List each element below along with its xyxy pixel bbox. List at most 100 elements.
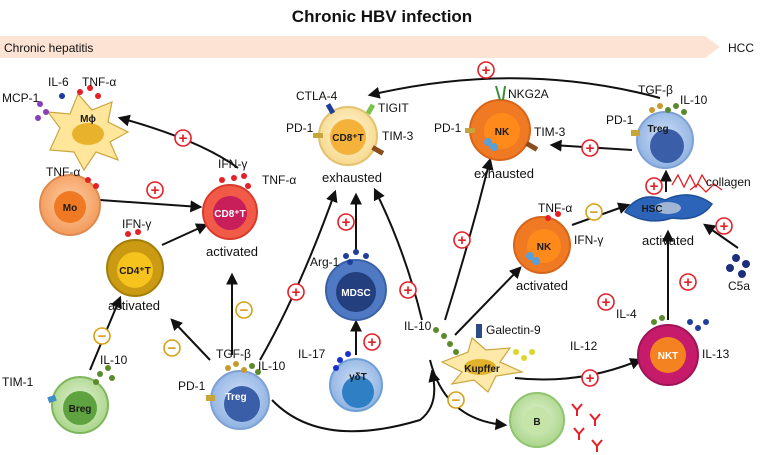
label-arg1: Arg-1 (310, 255, 340, 269)
label-pd1-cd8: PD-1 (286, 121, 314, 135)
label-ctla4: CTLA-4 (296, 89, 338, 103)
nk-exhausted-label: NK (495, 127, 510, 138)
arrow-treg-to-cd4 (170, 318, 211, 361)
label-tigit: TIGIT (378, 101, 409, 115)
gdt-cell: γδT (329, 358, 383, 412)
arrow-treg-to-exhausted-cd8 (259, 189, 338, 361)
arrow-monocyte-to-cd8 (99, 199, 203, 213)
label-ifng-cd8: IFN-γ (218, 157, 247, 171)
gdt-label: γδT (349, 372, 367, 383)
cd8-exhausted-cell: CD8⁺T (313, 103, 385, 166)
label-tnfa-mphi: TNF-α (82, 75, 116, 89)
label-activated-nk: activated (516, 278, 568, 293)
mdsc-label: MDSC (341, 288, 370, 299)
arrow-il10-to-exhausted-cd8 (373, 187, 423, 321)
plus-sign: + (458, 232, 467, 249)
plus-sign: + (586, 140, 595, 157)
nk-exhausted-cell: NK (465, 85, 539, 161)
cd4-label: CD4⁺T (119, 266, 150, 277)
tim1-receptor-icon (47, 394, 57, 404)
galectin9-receptor-icon (476, 324, 482, 338)
label-il10-treg: IL-10 (258, 359, 286, 373)
nkt-label: NKT (658, 351, 679, 362)
cd8-exhausted-label: CD8⁺T (332, 133, 363, 144)
arrow-kupffer-to-activated-nk (454, 266, 522, 336)
label-tim1: TIM-1 (2, 375, 34, 389)
treg-bottom-label: Treg (225, 392, 246, 403)
label-pd1-top: PD-1 (606, 113, 634, 127)
treg-top-cell: Treg (631, 111, 694, 169)
breg-cell: Breg (47, 376, 109, 434)
nk-activated-label: NK (537, 242, 552, 253)
label-exhausted-cd8: exhausted (322, 170, 382, 185)
label-ifng-cd4: IFN-γ (122, 217, 151, 231)
pd1-receptor-bottom-icon (206, 395, 215, 401)
label-ifng-nk: IFN-γ (574, 233, 603, 247)
diagram-title: Chronic HBV infection (292, 7, 472, 26)
tim3-receptor-nk-icon (525, 141, 539, 152)
cd8-activated-label: CD8⁺T (214, 209, 245, 220)
plus-sign: + (404, 282, 413, 299)
treg-bottom-cell: Treg (206, 370, 270, 430)
progression-end-label: HCC (728, 41, 754, 55)
label-collagen: collagen (706, 175, 751, 189)
mdsc-cell: MDSC (325, 259, 387, 321)
plus-sign: + (368, 334, 377, 351)
plus-sign: + (151, 182, 160, 199)
c5a-molecules (726, 254, 750, 278)
antibody-icons (571, 403, 603, 452)
label-tim3-cd8: TIM-3 (382, 129, 414, 143)
macrophage-label: Mϕ (80, 114, 96, 125)
plus-sign: + (602, 294, 611, 311)
ctla4-receptor-icon (325, 103, 336, 115)
kupffer-cell: Kupffer (440, 324, 525, 393)
label-il10-center: IL-10 (404, 319, 432, 333)
nkt-cell: NKT (637, 324, 699, 386)
annotation-labels: IL-6 TNF-α MCP-1 TNF-α IFN-γ TNF-α IFN-γ… (2, 75, 751, 393)
monocyte-label: Mo (63, 203, 77, 214)
label-exhausted-nk: exhausted (474, 166, 534, 181)
cd4-cell: CD4⁺T (106, 239, 164, 297)
label-il6: IL-6 (48, 75, 69, 89)
nkg2a-receptor-icon (495, 85, 506, 101)
plus-sign: + (342, 214, 351, 231)
pd1-receptor-cd8-icon (313, 133, 323, 138)
label-tnfa-cd8: TNF-α (262, 173, 296, 187)
disease-progression-arrow (0, 36, 720, 58)
pd1-receptor-top-icon (631, 130, 640, 136)
minus-sign: − (240, 302, 249, 319)
b-cell: B (509, 392, 565, 448)
tim3-receptor-cd8-icon (371, 145, 385, 156)
label-tnfa-nk: TNF-α (538, 201, 572, 215)
plus-sign: + (482, 62, 491, 79)
regulation-signs: + + − − − + + + + + + + + − + + + + − (93, 61, 733, 409)
label-il12: IL-12 (570, 339, 598, 353)
label-tgfb-treg: TGF-β (216, 347, 251, 361)
label-il10-breg: IL-10 (100, 353, 128, 367)
label-activated-cd8: activated (206, 244, 258, 259)
label-mcp1: MCP-1 (2, 91, 40, 105)
label-galectin9: Galectin-9 (486, 323, 541, 337)
plus-sign: + (586, 370, 595, 387)
arrow-cd4-to-cd8 (161, 223, 209, 246)
cytokine-dots (35, 85, 709, 385)
plus-sign: + (650, 178, 659, 195)
label-pd1-treg: PD-1 (178, 379, 206, 393)
label-pd1-nk: PD-1 (434, 121, 462, 135)
label-il13: IL-13 (702, 347, 730, 361)
breg-label: Breg (69, 404, 92, 415)
plus-sign: + (179, 130, 188, 147)
label-tgfb-top: TGF-β (638, 83, 673, 97)
plus-sign: + (720, 218, 729, 235)
pd1-receptor-nk-icon (465, 128, 475, 133)
label-activated-hsc: activated (642, 233, 694, 248)
kupffer-label: Kupffer (464, 364, 500, 375)
b-cell-label: B (533, 417, 540, 428)
minus-sign: − (98, 328, 107, 345)
label-il4: IL-4 (616, 307, 637, 321)
collagen-fiber-icon (671, 173, 723, 193)
arrow-kupffer-to-nkt (514, 358, 643, 381)
plus-sign: + (292, 284, 301, 301)
hsc-cell: HSC (623, 173, 723, 222)
